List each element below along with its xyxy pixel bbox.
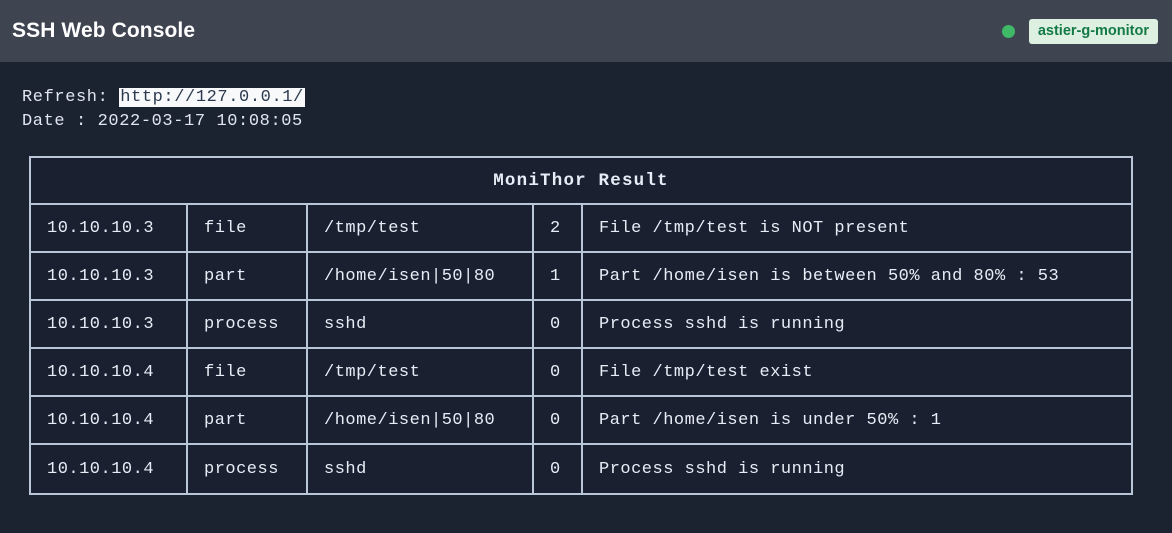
cell-param: /tmp/test xyxy=(308,205,534,253)
header-status-group: astier-g-monitor xyxy=(1001,18,1158,44)
cell-message: Process sshd is running xyxy=(583,445,1131,493)
cell-param: sshd xyxy=(308,445,534,493)
cell-code: 1 xyxy=(534,253,583,301)
cell-message: Part /home/isen is between 50% and 80% :… xyxy=(583,253,1131,301)
cell-host: 10.10.10.3 xyxy=(31,205,188,253)
meta-info: Refresh: http://127.0.0.1/ Date : 2022-0… xyxy=(0,62,1172,134)
cell-param: /tmp/test xyxy=(308,349,534,397)
cell-host: 10.10.10.4 xyxy=(31,445,188,493)
cell-message: File /tmp/test exist xyxy=(583,349,1131,397)
cell-type: part xyxy=(188,253,308,301)
cell-code: 0 xyxy=(534,349,583,397)
table-title: MoniThor Result xyxy=(31,158,1131,205)
cell-host: 10.10.10.3 xyxy=(31,301,188,349)
cell-host: 10.10.10.3 xyxy=(31,253,188,301)
cell-type: file xyxy=(188,205,308,253)
app-header: SSH Web Console astier-g-monitor xyxy=(0,0,1172,62)
cell-message: Process sshd is running xyxy=(583,301,1131,349)
cell-type: process xyxy=(188,445,308,493)
cell-code: 0 xyxy=(534,445,583,493)
table-title-row: MoniThor Result xyxy=(31,158,1131,205)
cell-message: File /tmp/test is NOT present xyxy=(583,205,1131,253)
table-head: MoniThor Result xyxy=(31,158,1131,205)
host-badge[interactable]: astier-g-monitor xyxy=(1028,18,1158,44)
status-dot-icon xyxy=(1001,24,1015,38)
cell-code: 2 xyxy=(534,205,583,253)
refresh-link[interactable]: http://127.0.0.1/ xyxy=(119,88,305,107)
cell-code: 0 xyxy=(534,397,583,445)
app-title: SSH Web Console xyxy=(12,19,196,42)
refresh-label: Refresh: xyxy=(22,88,120,107)
cell-host: 10.10.10.4 xyxy=(31,349,188,397)
cell-code: 0 xyxy=(534,301,583,349)
date-line: Date : 2022-03-17 10:08:05 xyxy=(22,110,1172,134)
cell-type: file xyxy=(188,349,308,397)
cell-param: /home/isen|50|80 xyxy=(308,253,534,301)
date-value: 2022-03-17 10:08:05 xyxy=(97,112,303,131)
cell-type: part xyxy=(188,397,308,445)
refresh-line: Refresh: http://127.0.0.1/ xyxy=(22,86,1172,110)
cell-param: sshd xyxy=(308,301,534,349)
cell-host: 10.10.10.4 xyxy=(31,397,188,445)
cell-param: /home/isen|50|80 xyxy=(308,397,534,445)
cell-type: process xyxy=(188,301,308,349)
cell-message: Part /home/isen is under 50% : 1 xyxy=(583,397,1131,445)
date-label: Date : xyxy=(22,112,98,131)
